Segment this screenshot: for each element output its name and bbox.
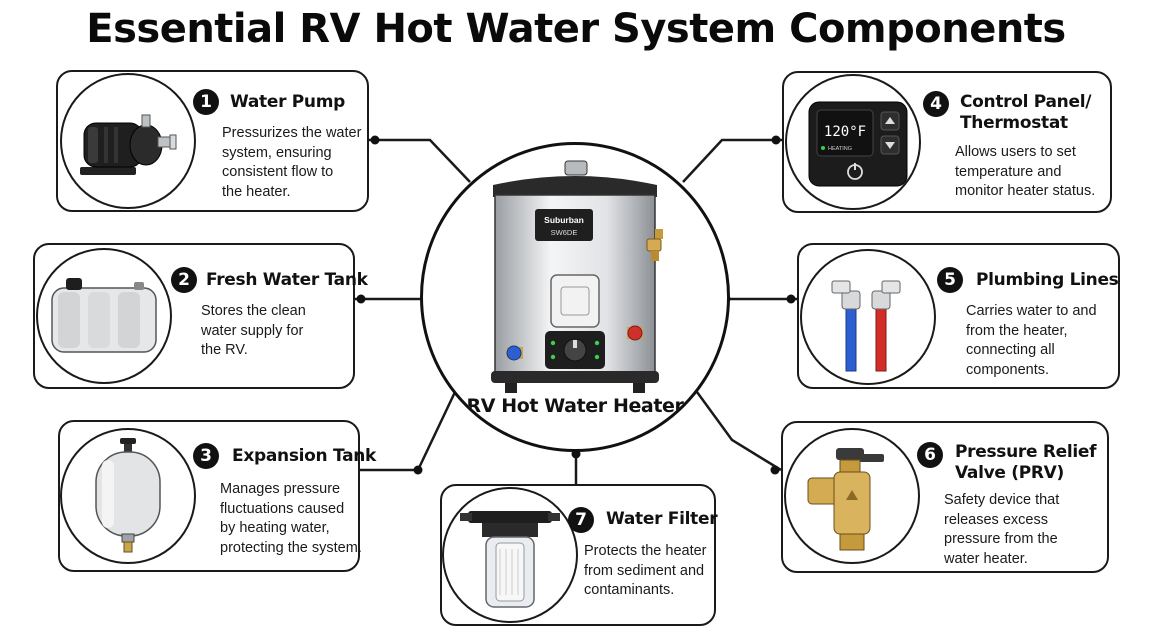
connector-control-panel — [682, 138, 782, 183]
plumbing-lines-icon — [831, 280, 901, 372]
thermostat-temperature: 120°F — [824, 124, 866, 140]
control-panel-thumb: 120°F HEATING — [785, 74, 921, 210]
description-expansion-tank: Manages pressure fluctuations caused by … — [220, 481, 362, 556]
title-fresh-water-tank: Fresh Water Tank — [206, 270, 368, 290]
center-label: RV Hot Water Heater — [466, 395, 684, 417]
water-pump-thumb — [60, 73, 196, 209]
description-plumbing-lines: Carries water to and from the heater, co… — [966, 303, 1097, 378]
connector-dot — [786, 294, 796, 304]
connector-water-pump — [369, 138, 471, 183]
badge-6: 6 — [917, 442, 943, 468]
badge-4: 4 — [923, 91, 949, 117]
badge-5: 5 — [937, 267, 963, 293]
heater-brand: Suburban — [544, 215, 584, 225]
connector-dot — [413, 465, 423, 475]
description-control-panel: Allows users to set temperature and moni… — [955, 144, 1096, 199]
connector-prv — [695, 391, 782, 472]
description-prv: Safety device that releases excess press… — [944, 492, 1060, 567]
expansion-tank-icon — [95, 438, 161, 553]
connector-dot — [356, 294, 366, 304]
title-water-filter: Water Filter — [606, 509, 718, 529]
title-expansion-tank: Expansion Tank — [232, 446, 377, 466]
page-title: Essential RV Hot Water System Components — [86, 6, 1066, 52]
description-water-filter: Protects the heater from sediment and co… — [584, 543, 707, 598]
water-heater-illustration: Suburban SW6DE — [491, 160, 663, 393]
title-control-panel: Control Panel/ Thermostat — [960, 92, 1092, 133]
badge-2: 2 — [171, 267, 197, 293]
water-filter-icon — [460, 511, 560, 608]
thermostat-status: HEATING — [828, 146, 852, 152]
badge-1: 1 — [193, 89, 219, 115]
center-heater-circle: Suburban SW6DE RV Hot Water Heater — [420, 142, 730, 452]
title-water-pump: Water Pump — [230, 92, 346, 112]
water-pump-icon — [80, 114, 177, 175]
connector-dot — [771, 135, 781, 145]
prv-thumb — [784, 428, 920, 564]
badge-7: 7 — [568, 507, 594, 533]
fresh-water-tank-thumb — [36, 248, 172, 384]
thermostat-icon: 120°F HEATING — [808, 101, 908, 187]
water-filter-thumb — [442, 487, 578, 623]
plumbing-lines-thumb — [800, 249, 936, 385]
expansion-tank-thumb — [60, 428, 196, 564]
title-plumbing-lines: Plumbing Lines — [976, 270, 1119, 290]
badge-3: 3 — [193, 443, 219, 469]
description-fresh-water-tank: Stores the clean water supply for the RV… — [201, 303, 306, 358]
title-prv: Pressure Relief Valve (PRV) — [955, 442, 1097, 483]
heater-model: SW6DE — [551, 228, 578, 237]
pressure-relief-valve-icon — [807, 448, 884, 551]
connector-dot — [770, 465, 780, 475]
description-water-pump: Pressurizes the water system, ensuring c… — [222, 125, 362, 200]
fresh-water-tank-icon — [51, 278, 157, 353]
connector-dot — [370, 135, 380, 145]
